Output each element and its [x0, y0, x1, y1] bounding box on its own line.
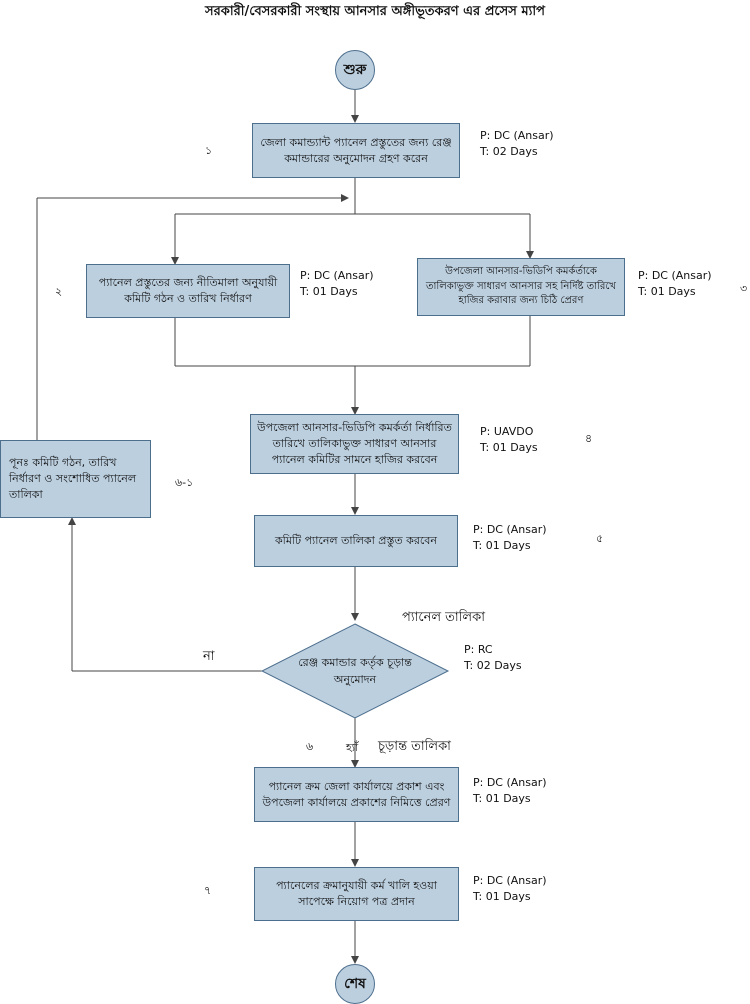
end-node: শেষ: [335, 964, 375, 1004]
decision-number: ৬: [306, 740, 314, 753]
step-2-time: T: 01 Days: [300, 284, 358, 298]
step-2-performer: P: DC (Ansar): [300, 269, 374, 282]
final-list-label: চূড়ান্ত তালিকা: [378, 739, 451, 754]
step-3-number: ৩: [740, 282, 748, 295]
step-4-performer: P: UAVDO: [480, 425, 534, 438]
step-1-number: ১: [205, 144, 213, 157]
step-4-number: ৪: [585, 432, 593, 445]
step-3-box: উপজেলা আনসার-ভিডিপি কমর্কর্তাকে তালিকাভু…: [417, 258, 625, 316]
step-4-time: T: 01 Days: [480, 440, 538, 454]
step-7-time: T: 01 Days: [473, 889, 531, 903]
step-5-performer: P: DC (Ansar): [473, 523, 547, 536]
no-label: না: [203, 649, 215, 664]
decision-performer: P: RC: [464, 643, 493, 656]
step-7-number: ৭: [204, 884, 212, 897]
step-3-performer: P: DC (Ansar): [638, 269, 712, 282]
step-5-number: ৫: [596, 532, 604, 545]
step-3-meta: P: DC (Ansar) T: 01 Days: [638, 268, 712, 300]
publish-box: প্যানেল ক্রম জেলা কার্যালয়ে প্রকাশ এবং …: [254, 767, 459, 822]
step-4-box: উপজেলা আনসার-ভিডিপি কমর্কর্তা নির্ধারিত …: [250, 414, 459, 474]
decision-time: T: 02 Days: [464, 658, 522, 672]
step-5-box: কমিটি প্যানেল তালিকা প্রস্তুত করবেন: [254, 515, 458, 567]
step-4-meta: P: UAVDO T: 01 Days: [480, 424, 538, 456]
rework-box: পূনঃ কমিটি গঠন, তারিখ নির্ধারণ ও সংশোধিত…: [0, 440, 151, 518]
step-1-time: T: 02 Days: [480, 144, 538, 158]
publish-meta: P: DC (Ansar) T: 01 Days: [473, 775, 547, 807]
step-2-box: প্যানেল প্রস্তুতের জন্য নীতিমালা অনুযায়…: [86, 264, 290, 318]
step-7-box: প্যানেলের ক্রমানুযায়ী কর্ম খালি হওয়া স…: [254, 867, 459, 921]
decision-diamond: [260, 623, 450, 719]
panel-list-label: প্যানেল তালিকা: [402, 610, 485, 625]
step-2-number: ২: [55, 285, 63, 298]
step-5-meta: P: DC (Ansar) T: 01 Days: [473, 522, 547, 554]
start-node: শুরু: [335, 50, 375, 90]
publish-time: T: 01 Days: [473, 791, 531, 805]
step-7-performer: P: DC (Ansar): [473, 874, 547, 887]
step-3-time: T: 01 Days: [638, 284, 696, 298]
step-1-performer: P: DC (Ansar): [480, 129, 554, 142]
step-7-meta: P: DC (Ansar) T: 01 Days: [473, 873, 547, 905]
step-2-meta: P: DC (Ansar) T: 01 Days: [300, 268, 374, 300]
rework-number: ৬-১: [175, 476, 194, 489]
yes-label: হ্যাঁ: [346, 741, 359, 754]
step-1-box: জেলা কমান্ড্যান্ট প্যানেল প্রস্তুতের জন্…: [252, 123, 460, 178]
step-5-time: T: 01 Days: [473, 538, 531, 552]
publish-performer: P: DC (Ansar): [473, 776, 547, 789]
decision-text: রেঞ্জ কমান্ডার কর্তৃক চূড়ান্ত অনুমোদন: [298, 656, 412, 686]
step-1-meta: P: DC (Ansar) T: 02 Days: [480, 128, 554, 160]
page-title: সরকারী/বেসরকারী সংস্থায় আনসার অঙ্গীভূতক…: [205, 4, 545, 19]
decision-meta: P: RC T: 02 Days: [464, 642, 522, 674]
